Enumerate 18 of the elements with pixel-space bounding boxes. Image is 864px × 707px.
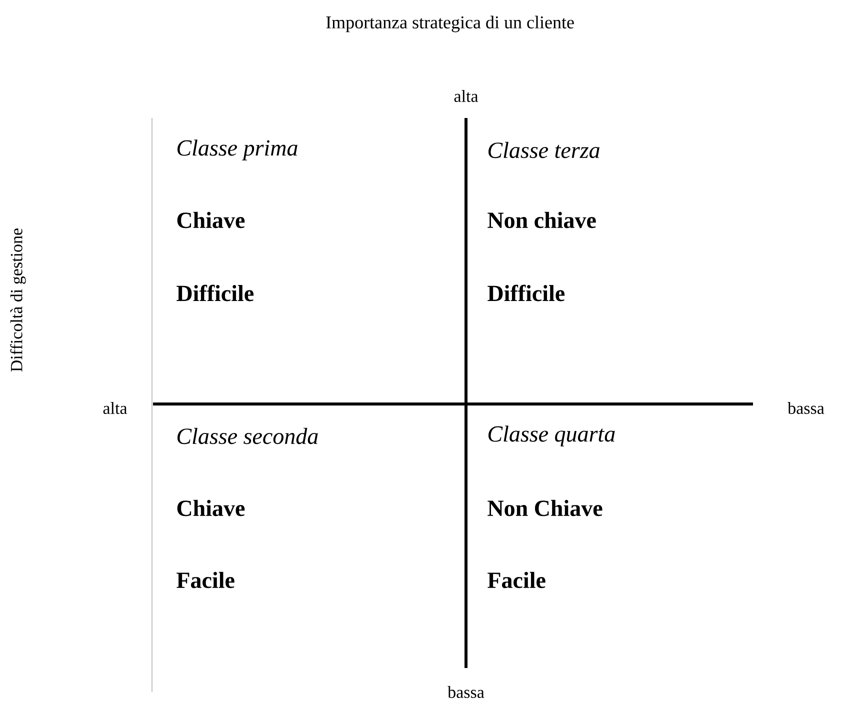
quadrant-title: Classe quarta bbox=[488, 426, 615, 446]
quadrant-label: Chiave bbox=[177, 212, 245, 228]
quadrant-label: Facile bbox=[176, 572, 234, 588]
axis-label: bassa bbox=[448, 686, 484, 698]
axis-label: alta bbox=[103, 402, 128, 414]
quadrant-label: Non chiave bbox=[488, 212, 596, 228]
quadrant-label: Non Chiave bbox=[488, 500, 602, 516]
quadrant-label: Facile bbox=[488, 572, 546, 588]
quadrant-title: Classe prima bbox=[178, 140, 298, 160]
chart-title: Importanza strategica di un cliente bbox=[326, 16, 574, 32]
axis-label: alta bbox=[454, 90, 478, 102]
quadrant-label: Difficile bbox=[488, 284, 565, 302]
quadrant-label: Difficile bbox=[176, 284, 254, 302]
quadrant-title: Classe seconda bbox=[178, 428, 318, 444]
axis-title: Difficoltà di gestione bbox=[10, 228, 26, 372]
quadrant-label: Chiave bbox=[177, 500, 245, 516]
quadrant-title: Classe terza bbox=[488, 142, 600, 158]
axis-label: bassa bbox=[788, 402, 824, 414]
